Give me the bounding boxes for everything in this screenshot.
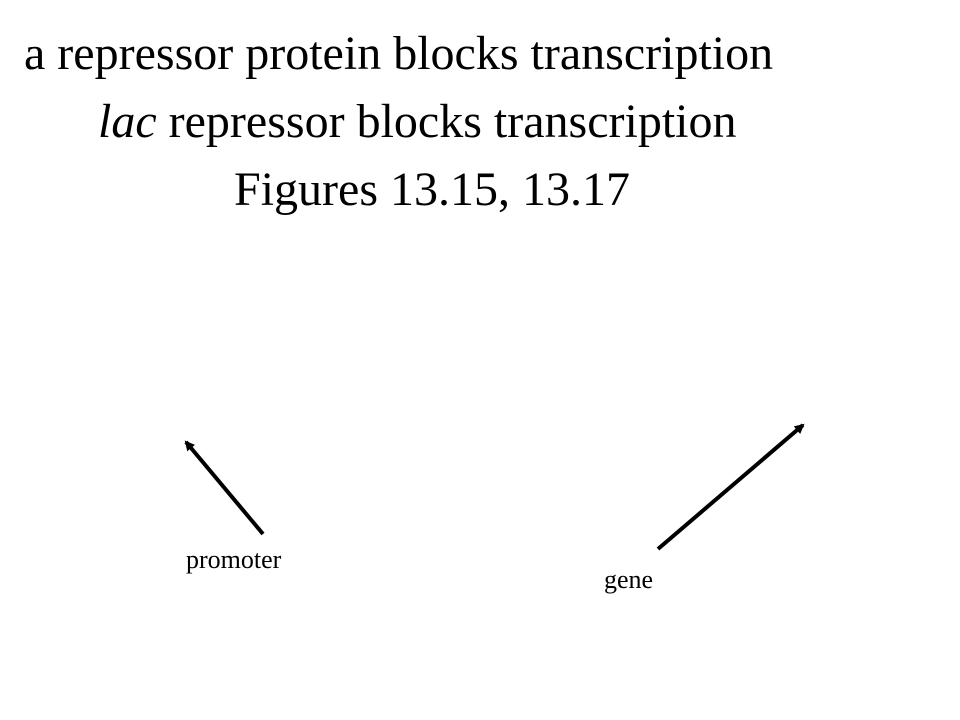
promoter-arrow <box>184 440 265 536</box>
gene-label: gene <box>604 565 654 594</box>
slide-title: a repressor protein blocks transcription… <box>0 0 960 240</box>
title-line-2-italic: lac <box>98 95 157 148</box>
title-line-1: a repressor protein blocks transcription <box>24 27 774 80</box>
title-line-3: Figures 13.15, 13.17 <box>234 163 630 216</box>
promoter-label: promoter <box>186 545 282 574</box>
gene-arrow <box>656 423 805 551</box>
title-line-2: lac repressor blocks transcription <box>98 94 736 150</box>
title-line-2-rest: repressor blocks transcription <box>156 95 737 148</box>
